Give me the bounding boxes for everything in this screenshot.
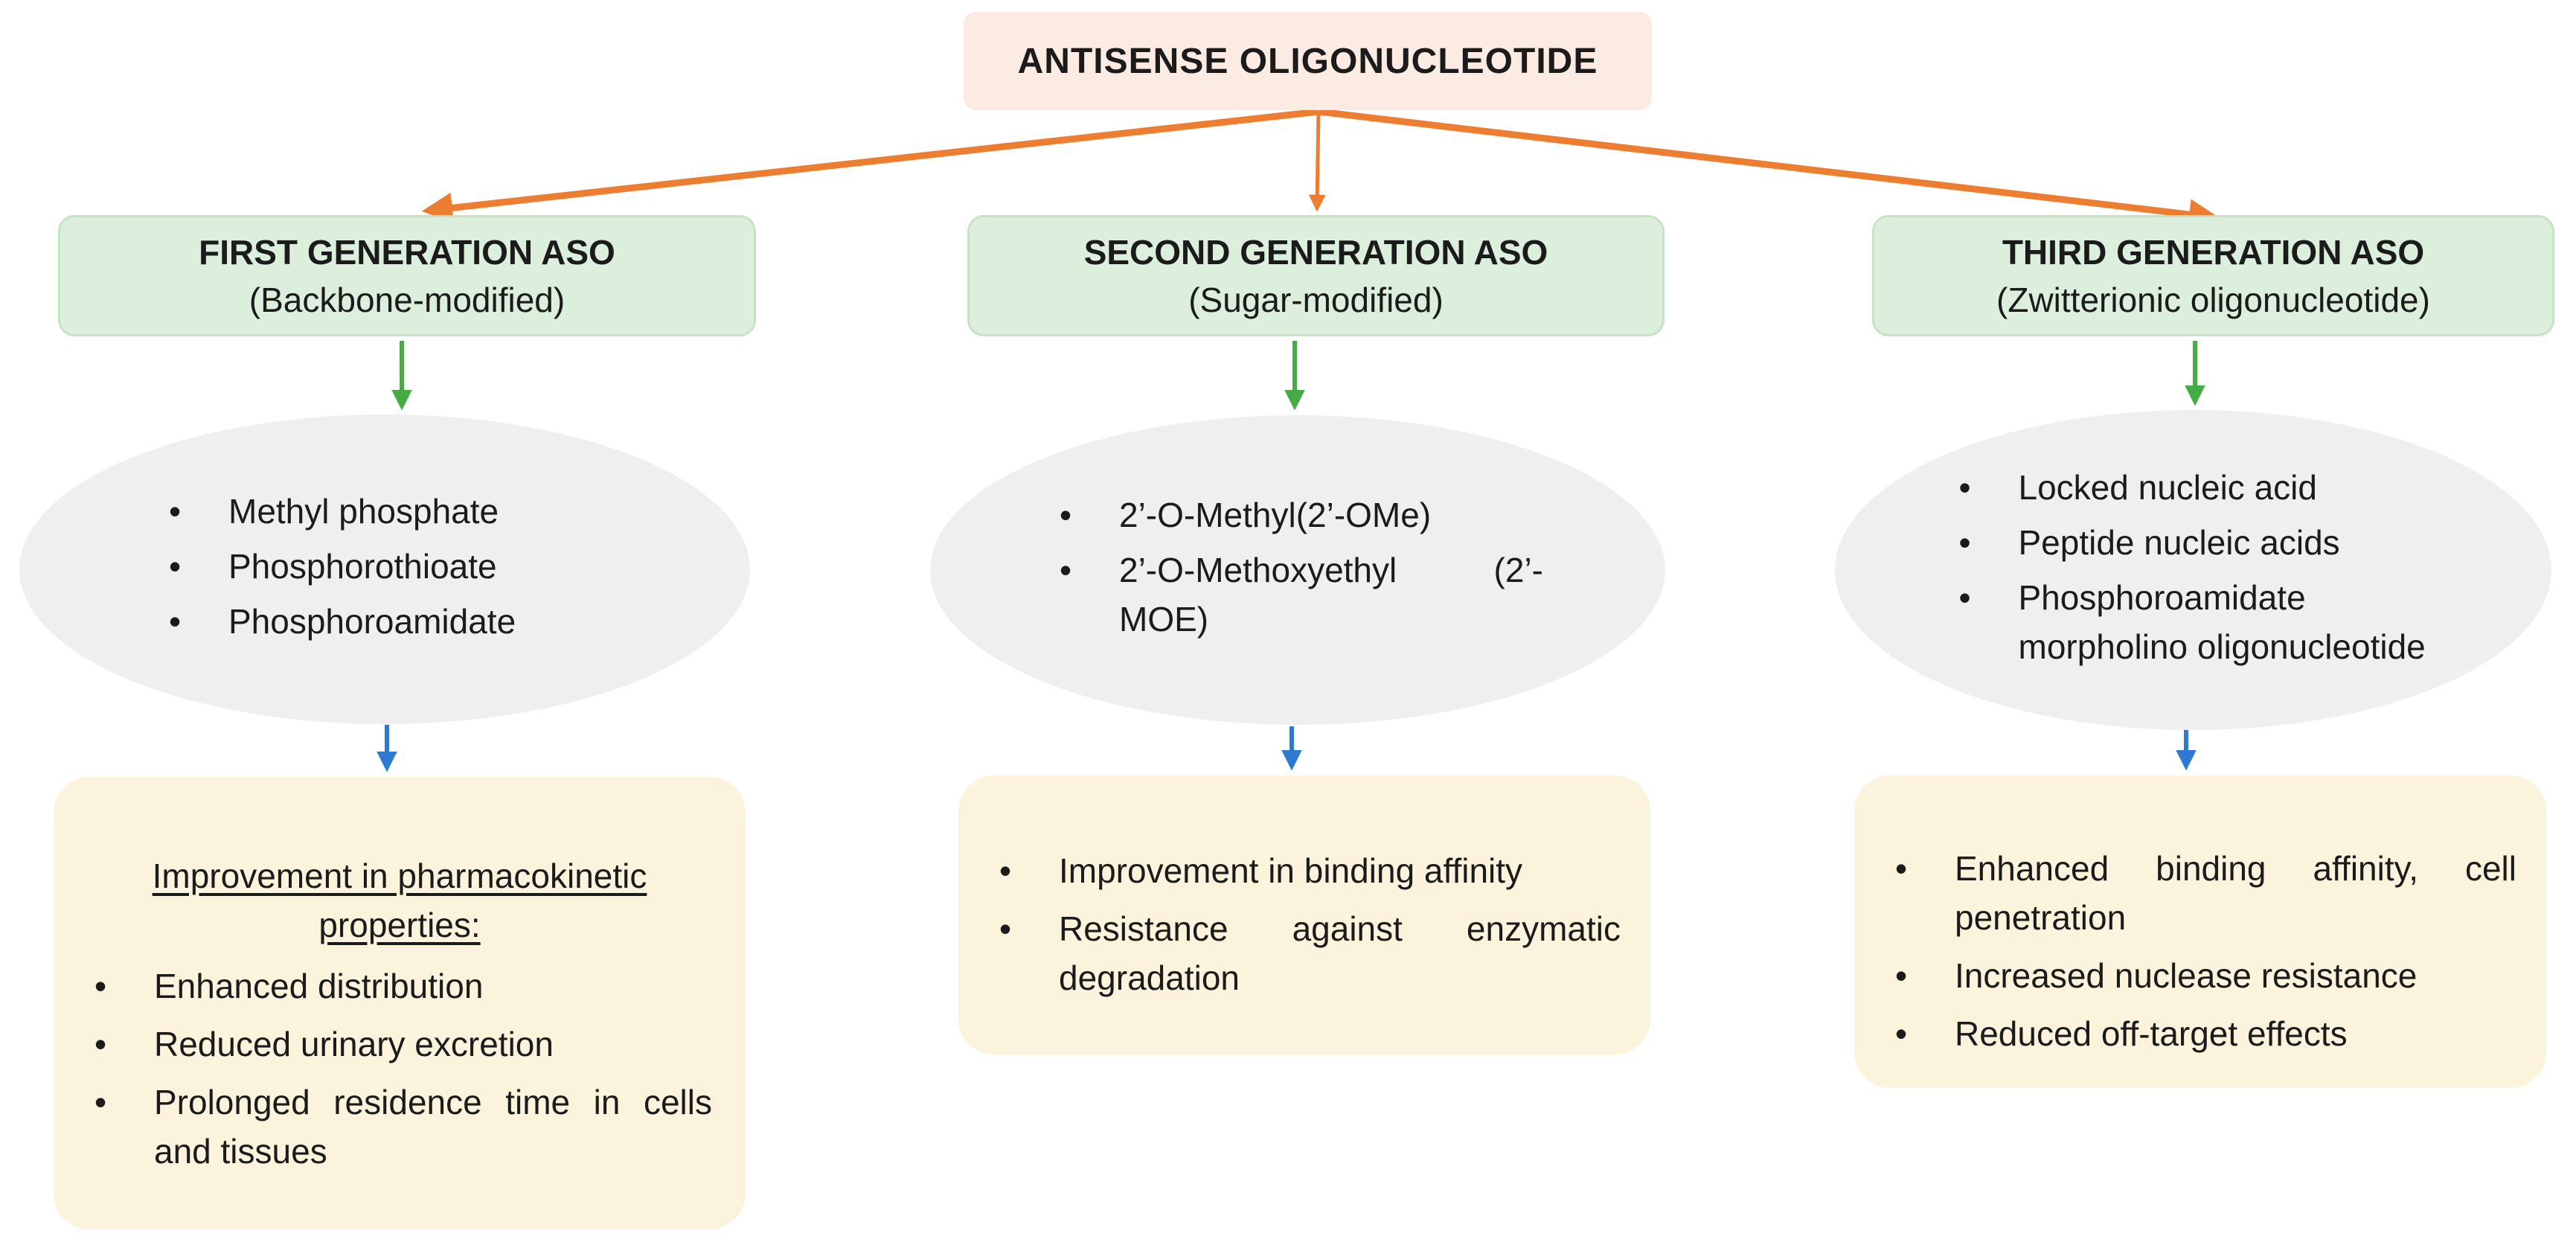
properties-heading: Improvement in pharmacokinetic propertie… — [152, 857, 647, 944]
list-item: Peptide nucleic acids — [1952, 518, 2435, 567]
list-item: Phosphoroamidate morpholino oligonucleot… — [1952, 573, 2435, 671]
properties-box-first: Improvement in pharmacokinetic propertie… — [54, 777, 746, 1229]
modifications-list: 2’-O-Methyl(2’-OMe)2’-O-Methoxyethyl (2’… — [1052, 490, 1543, 650]
properties-list: Enhanced distributionReduced urinary exc… — [87, 961, 712, 1176]
list-item: Methyl phosphate — [161, 487, 608, 536]
list-item: Reduced urinary excretion — [87, 1020, 712, 1069]
list-item: Prolonged residence time in cells and ti… — [87, 1078, 712, 1176]
generation-header: FIRST GENERATION ASO — [199, 232, 615, 272]
generation-subheader: (Sugar-modified) — [1188, 280, 1444, 319]
list-item: Enhanced distribution — [87, 961, 712, 1011]
list-item: 2’-O-Methyl(2’-OMe) — [1052, 490, 1543, 540]
modifications-ellipse-third: Locked nucleic acidPeptide nucleic acids… — [1835, 410, 2551, 730]
properties-box-third: Enhanced binding affinity, cell penetrat… — [1854, 775, 2546, 1088]
list-item: Locked nucleic acid — [1952, 463, 2435, 512]
list-item: Improvement in binding affinity — [992, 846, 1621, 895]
properties-list: Enhanced binding affinity, cell penetrat… — [1888, 844, 2516, 1058]
modifications-ellipse-second: 2’-O-Methyl(2’-OMe)2’-O-Methoxyethyl (2’… — [930, 415, 1665, 725]
generation-header: SECOND GENERATION ASO — [1083, 232, 1548, 272]
list-item: Phosphorothioate — [161, 542, 608, 591]
list-item: Phosphoroamidate — [161, 597, 608, 646]
orange-arrow-to-first-gen — [421, 108, 1319, 223]
list-item: Enhanced binding affinity, cell penetrat… — [1888, 844, 2516, 942]
modifications-list: Locked nucleic acidPeptide nucleic acids… — [1952, 463, 2435, 677]
list-item: Increased nuclease resistance — [1888, 951, 2516, 1000]
generation-box-third: THIRD GENERATION ASO (Zwitterionic oligo… — [1872, 215, 2554, 336]
modifications-list: Methyl phosphatePhosphorothioatePhosphor… — [161, 487, 608, 652]
generation-box-first: FIRST GENERATION ASO (Backbone-modified) — [58, 215, 756, 336]
generation-subheader: (Zwitterionic oligonucleotide) — [1996, 280, 2430, 319]
modifications-ellipse-first: Methyl phosphatePhosphorothioatePhosphor… — [19, 415, 750, 724]
root-node-antisense-oligonucleotide: ANTISENSE OLIGONUCLEOTIDE — [964, 12, 1652, 110]
list-item: Resistance against enzymatic degradation — [992, 904, 1621, 1002]
generation-subheader: (Backbone-modified) — [249, 280, 565, 319]
generation-header: THIRD GENERATION ASO — [2002, 232, 2425, 272]
list-item: 2’-O-Methoxyethyl (2’-MOE) — [1052, 545, 1543, 644]
diagram-title: ANTISENSE OLIGONUCLEOTIDE — [1017, 41, 1598, 81]
generation-box-second: SECOND GENERATION ASO (Sugar-modified) — [967, 215, 1665, 336]
orange-arrow-to-third-gen — [1318, 108, 2220, 230]
properties-box-second: Improvement in binding affinityResistanc… — [958, 775, 1650, 1054]
properties-list: Improvement in binding affinityResistanc… — [992, 846, 1621, 1002]
list-item: Reduced off-target effects — [1888, 1009, 2516, 1058]
orange-arrow-to-second-gen — [1308, 111, 1326, 212]
